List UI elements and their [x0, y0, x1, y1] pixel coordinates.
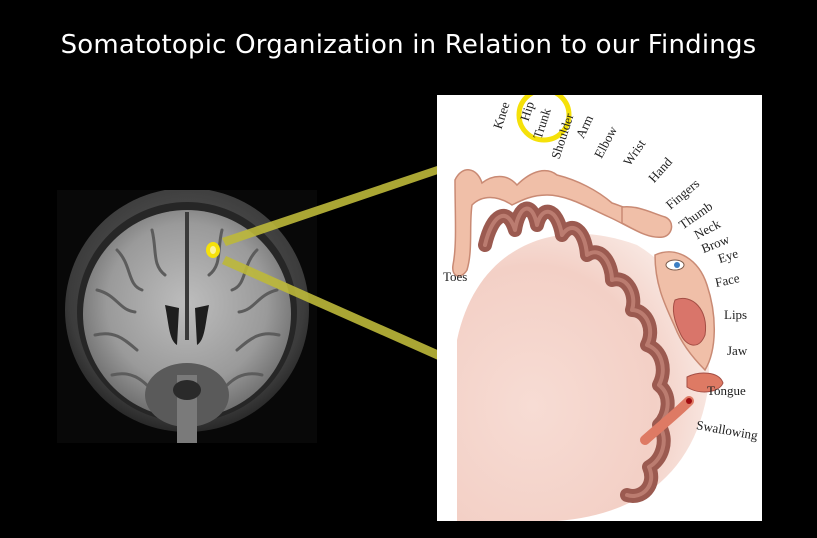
- label-jaw: Jaw: [727, 343, 747, 359]
- homunculus-diagram: Knee Hip Trunk Shoulder Arm Elbow Wrist …: [437, 95, 762, 521]
- label-tongue: Tongue: [707, 383, 746, 399]
- label-toes: Toes: [443, 269, 467, 285]
- label-lips: Lips: [724, 307, 747, 323]
